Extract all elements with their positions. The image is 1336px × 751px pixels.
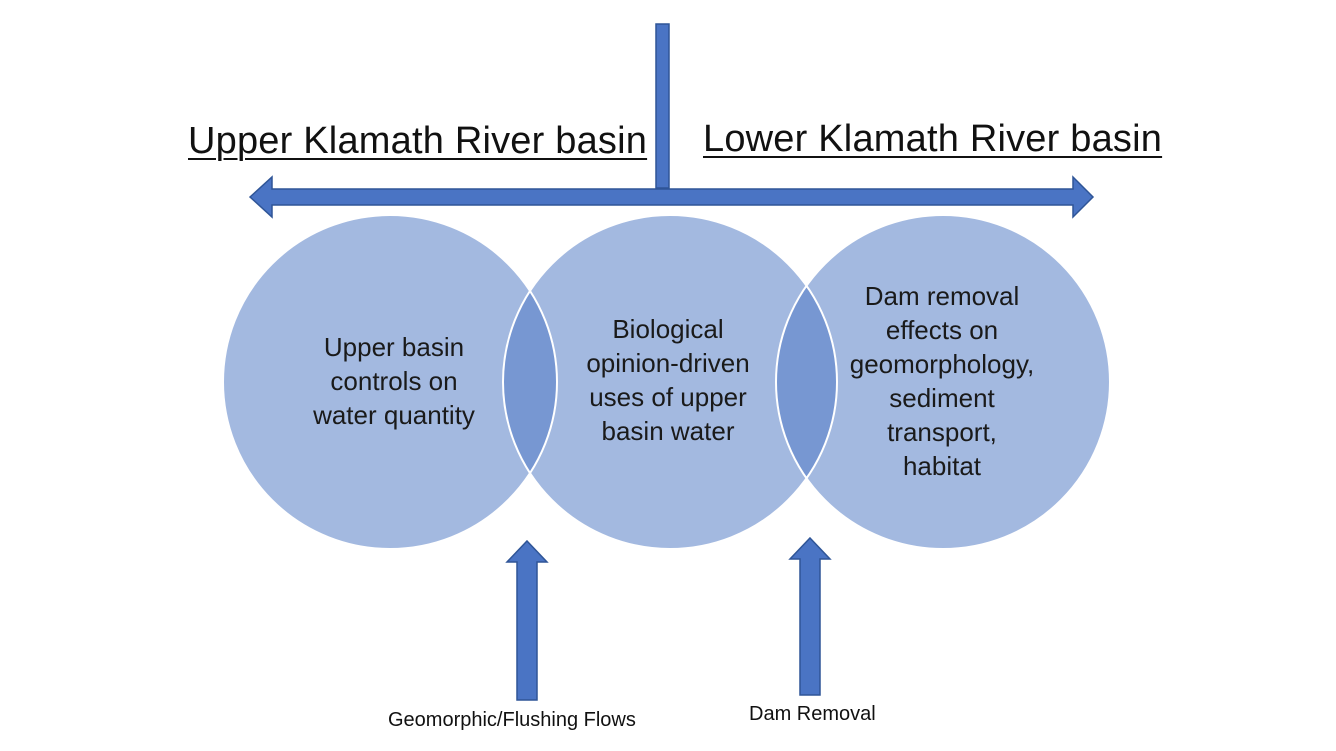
circle-upper-basin	[223, 215, 557, 549]
up-arrow-flows	[505, 539, 549, 701]
circle-text-biological: Biological opinion-driven uses of upper …	[562, 312, 774, 448]
circle-text-line: Biological	[612, 314, 724, 344]
circle-text-line: Dam removal	[864, 281, 1020, 311]
circle-text-dam-effects: Dam removal effects on geomorphology, se…	[832, 279, 1052, 483]
circle-outline-1	[222, 214, 558, 550]
circle-text-line: basin water	[601, 416, 735, 446]
horizontal-double-arrow	[248, 175, 1095, 219]
upper-basin-header: Upper Klamath River basin	[188, 120, 648, 162]
vertical-stem	[655, 23, 670, 189]
circle-text-upper: Upper basin controls on water quantity	[290, 330, 498, 432]
label-dam-removal: Dam Removal	[749, 703, 876, 725]
circle-outline-3	[775, 214, 1111, 550]
circle-dam-removal-effects	[776, 215, 1110, 549]
circle-text-line: geomorphology,	[849, 349, 1035, 379]
circle-text-line: water quantity	[313, 400, 475, 430]
circle-text-line: sediment	[889, 383, 995, 413]
label-geomorphic-flows: Geomorphic/Flushing Flows	[388, 709, 636, 731]
circle-text-line: opinion-driven	[586, 348, 750, 378]
circle-text-line: habitat	[902, 451, 982, 481]
circle-text-line: controls on	[330, 366, 458, 396]
circle-text-line: transport,	[887, 417, 997, 447]
circle-biological-opinion	[503, 215, 837, 549]
circle-text-line: Upper basin	[323, 332, 465, 362]
lower-basin-header: Lower Klamath River basin	[703, 118, 1163, 160]
up-arrow-dam	[788, 536, 832, 696]
circle-outline-2	[502, 214, 838, 550]
circle-text-line: uses of upper	[589, 382, 747, 412]
circle-text-line: effects on	[885, 315, 999, 345]
